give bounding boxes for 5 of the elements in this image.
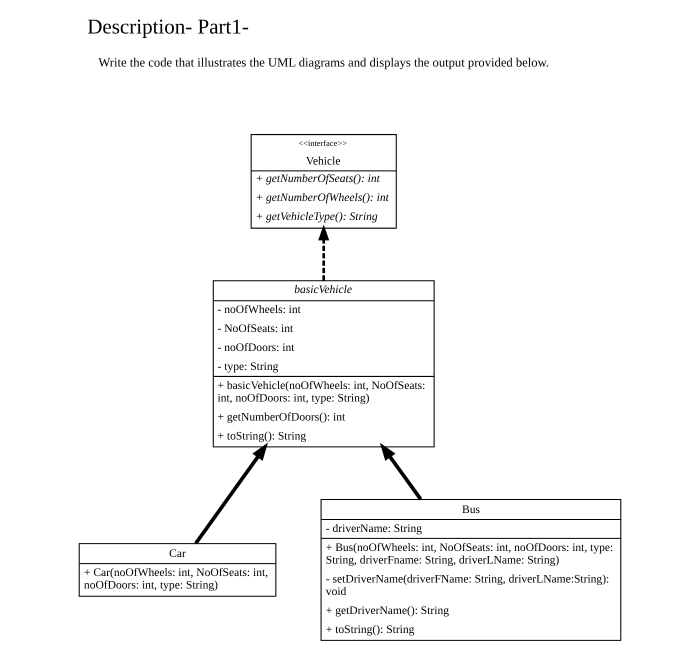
diagram-title: Description- Part1-	[87, 14, 249, 39]
label: Write the code that illustrates the UML diagrams and displays the output provided below.	[98, 55, 550, 70]
arrow	[318, 224, 330, 281]
arrow	[194, 442, 268, 545]
arrow	[380, 442, 422, 500]
